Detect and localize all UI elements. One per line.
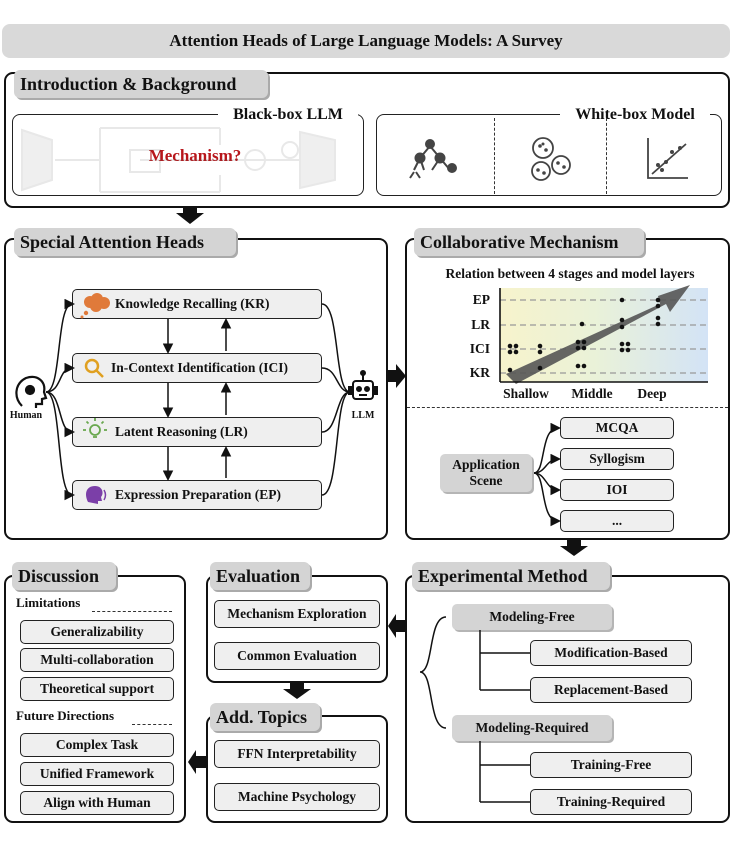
mechanism-label: Mechanism? [148, 146, 242, 165]
training-required: Training-Required [530, 789, 692, 815]
blackbox-frame [12, 114, 364, 196]
modeling-required: Modeling-Required [452, 715, 612, 741]
x-label-middle: Middle [571, 386, 613, 401]
head-lr: Latent Reasoning (LR) [72, 417, 322, 447]
experimental-title: Experimental Method [412, 562, 610, 590]
page-title: Attention Heads of Large Language Models… [2, 24, 730, 58]
app-scene-line1: Application [452, 457, 520, 472]
future-complex-task: Complex Task [20, 733, 174, 757]
app-scene-label: Application Scene [440, 454, 532, 492]
limitation-multi-collaboration: Multi-collaboration [20, 648, 174, 672]
arrow-topics-to-discussion [188, 750, 206, 774]
x-label-deep: Deep [637, 386, 667, 401]
modification-based: Modification-Based [530, 640, 692, 666]
modeling-free: Modeling-Free [452, 604, 612, 630]
human-label: Human [9, 410, 43, 421]
eval-mechanism-exploration: Mechanism Exploration [214, 600, 380, 628]
head-ep: Expression Preparation (EP) [72, 480, 322, 510]
topics-title: Add. Topics [210, 703, 320, 731]
head-kr-label: Knowledge Recalling (KR) [115, 296, 270, 311]
head-ici: In-Context Identification (ICI) [72, 353, 322, 383]
evaluation-title: Evaluation [210, 562, 310, 590]
scene-mcqa: MCQA [560, 417, 674, 439]
arrow-intro-down [176, 206, 204, 224]
arrow-eval-to-topics [283, 683, 311, 699]
arrow-experimental-to-eval [388, 614, 406, 638]
chart-area [500, 288, 708, 382]
head-kr: Knowledge Recalling (KR) [72, 289, 322, 319]
y-label-ici: ICI [469, 341, 490, 356]
future-label: Future Directions [16, 708, 115, 723]
x-label-shallow: Shallow [503, 386, 549, 401]
y-label-lr: LR [471, 317, 490, 332]
y-label-kr: KR [469, 365, 490, 380]
head-ep-label: Expression Preparation (EP) [115, 487, 282, 502]
arrow-collab-to-experimental [560, 540, 588, 556]
eval-common-evaluation: Common Evaluation [214, 642, 380, 670]
limitation-theoretical-support: Theoretical support [20, 677, 174, 701]
future-align-with-human: Align with Human [20, 791, 174, 815]
special-heads-title: Special Attention Heads [14, 228, 236, 256]
blackbox-label: Black-box LLM [218, 106, 358, 126]
intro-title: Introduction & Background [14, 70, 268, 98]
limitations-dash [92, 611, 172, 612]
future-unified-framework: Unified Framework [20, 762, 174, 786]
collab-divider [407, 407, 728, 408]
whitebox-label: White-box Model [560, 106, 710, 126]
head-lr-label: Latent Reasoning (LR) [115, 424, 248, 439]
llm-label: LLM [351, 410, 375, 421]
discussion-title: Discussion [12, 562, 116, 590]
whitebox-divider-1 [494, 118, 495, 194]
topic-ffn: FFN Interpretability [214, 740, 380, 768]
arrow-special-to-collab [388, 364, 406, 388]
whitebox-divider-2 [606, 118, 607, 194]
y-label-ep: EP [472, 292, 490, 307]
limitation-generalizability: Generalizability [20, 620, 174, 644]
topic-machine-psychology: Machine Psychology [214, 783, 380, 811]
chart-title: Relation between 4 stages and model laye… [445, 266, 695, 281]
scene-syllogism: Syllogism [560, 448, 674, 470]
app-scene-line2: Scene [469, 473, 503, 488]
replacement-based: Replacement-Based [530, 677, 692, 703]
head-ici-label: In-Context Identification (ICI) [111, 360, 288, 375]
limitations-label: Limitations [16, 595, 81, 610]
training-free: Training-Free [530, 752, 692, 778]
collab-title: Collaborative Mechanism [414, 228, 644, 256]
scene-more: ... [560, 510, 674, 532]
whitebox-frame [376, 114, 722, 196]
scene-ioi: IOI [560, 479, 674, 501]
future-dash [132, 724, 172, 725]
